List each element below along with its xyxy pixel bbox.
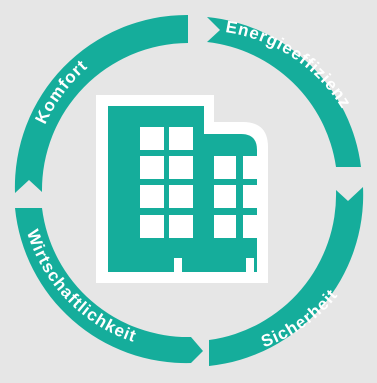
ring-segment-energieeffizienz (207, 17, 361, 167)
building-windows (140, 127, 265, 272)
window (140, 156, 164, 179)
ring-segment-komfort (14, 14, 189, 194)
door (246, 258, 254, 272)
window (243, 185, 265, 208)
ring-segment-sicherheit (209, 187, 364, 366)
cycle-ring (14, 14, 364, 366)
window (169, 156, 193, 179)
office-building-icon (96, 95, 268, 283)
door (174, 258, 182, 272)
window (214, 156, 236, 179)
ring-segment-wirtschaftlichkeit (15, 208, 203, 364)
window (243, 156, 265, 179)
window (140, 215, 164, 238)
window (169, 127, 193, 150)
window (169, 215, 193, 238)
window (243, 215, 265, 238)
window (140, 185, 164, 208)
window (169, 185, 193, 208)
window (214, 215, 236, 238)
window (214, 185, 236, 208)
window (140, 127, 164, 150)
